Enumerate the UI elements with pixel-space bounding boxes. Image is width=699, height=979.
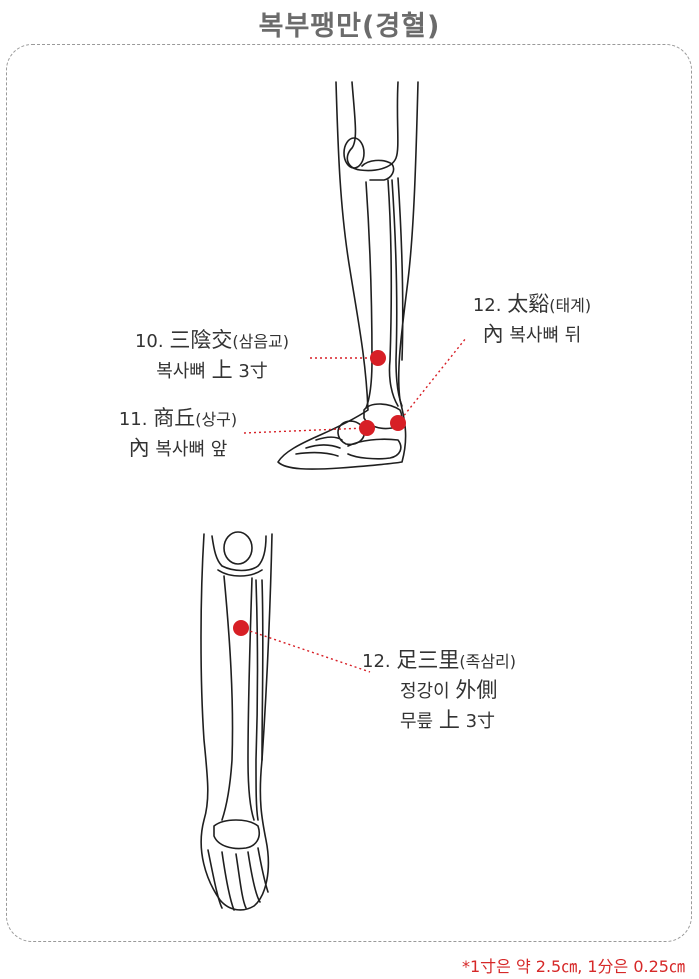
front-leg-outline (200, 531, 273, 911)
point-desc: 무릎 (400, 711, 434, 732)
point-desc-measure: 3寸 (238, 361, 268, 382)
point-name: 三陰交 (169, 328, 233, 352)
dashed-frame (6, 44, 692, 942)
point-number: 12. (362, 651, 391, 672)
acupoint-zusanli (233, 620, 249, 636)
page-title: 복부팽만(경혈) (258, 11, 441, 42)
label-taixi: 12. 太谿(태계) 內 복사뼈 뒤 (452, 290, 612, 350)
point-number: 11. (118, 409, 148, 430)
leader-line-zusanli (240, 627, 371, 673)
point-desc: 복사뼈 뒤 (509, 325, 582, 346)
acupoint-taixi (390, 415, 406, 431)
point-desc-hanja: 上 (438, 708, 460, 732)
unit-footnote: *1寸은 약 2.5㎝, 1分은 0.25㎝ (461, 957, 685, 976)
point-name: 商丘 (153, 406, 196, 430)
point-name: 太谿 (507, 292, 550, 316)
label-shangqiu: 11. 商丘(상구) 內 복사뼈 앞 (98, 404, 258, 464)
point-number: 12. (472, 295, 502, 316)
point-desc-hanja: 上 (211, 358, 233, 382)
acupoint-sanyinjiao (370, 350, 386, 366)
leader-line-shangqiu (243, 427, 367, 434)
side-leg-outline (277, 81, 419, 470)
label-sanyinjiao: 10. 三陰交(삼음교) 복사뼈 上 3寸 (112, 326, 312, 386)
point-desc-hanja: 外側 (455, 678, 498, 702)
point-desc-measure: 3寸 (465, 711, 496, 732)
point-desc-prefix: 內 (482, 322, 504, 346)
leader-line-taixi (397, 337, 467, 424)
point-reading: (상구) (195, 410, 238, 429)
point-reading: (태계) (549, 296, 592, 315)
acupoint-shangqiu (359, 420, 375, 436)
point-desc: 복사뼈 (156, 361, 206, 382)
point-name: 足三里 (396, 648, 460, 672)
point-reading: (족삼리) (459, 652, 517, 671)
point-desc: 정강이 (400, 681, 450, 702)
point-desc-prefix: 內 (128, 436, 150, 460)
point-number: 10. (134, 331, 164, 352)
point-desc: 복사뼈 앞 (155, 439, 228, 460)
point-reading: (삼음교) (232, 332, 290, 351)
label-zusanli: 12. 足三里(족삼리) 정강이 外側 무릎 上 3寸 (362, 646, 562, 736)
